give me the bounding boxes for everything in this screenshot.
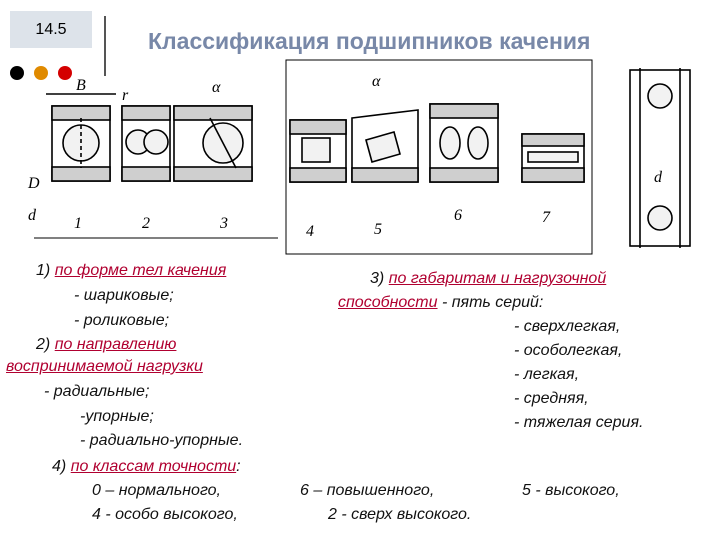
page-title: Классификация подшипников качения [148, 28, 591, 54]
label-alpha-1: α [212, 79, 221, 96]
decor-dots [10, 66, 72, 80]
class-6: 6 – повышенного, [300, 482, 435, 499]
class-4: 4 - особо высокого, [92, 506, 238, 523]
label-d-thrust: d [654, 169, 663, 186]
series-3: - легкая, [514, 366, 580, 383]
label-D: D [27, 175, 40, 192]
bearing-3 [173, 105, 253, 182]
label-b: B [76, 77, 86, 94]
label-7: 7 [542, 209, 551, 226]
bearing-4 [289, 119, 347, 183]
label-1: 1 [74, 215, 82, 232]
label-6: 6 [454, 207, 462, 224]
series-4: - средняя, [514, 390, 589, 407]
item-3-heading-b-line: способности - пять серий: [338, 294, 543, 312]
item-1-heading: по форме тел качения [54, 262, 227, 279]
label-d: d [28, 207, 37, 224]
item-2-line: 2) по направлению [36, 336, 176, 354]
label-alpha-2: α [372, 73, 381, 90]
divider-line [104, 16, 106, 76]
slide-number: 14.5 [10, 11, 92, 48]
item-3-number: 3) [370, 270, 385, 287]
item-3-heading-a: по габаритам и нагрузочной [388, 270, 607, 287]
item-3-tail: - пять серий: [437, 294, 544, 311]
label-r: r [122, 87, 129, 104]
label-5: 5 [374, 221, 382, 238]
item-4-heading: по классам точности [70, 458, 237, 475]
item-2-heading-a: по направлению [54, 336, 177, 353]
bearing-2 [121, 105, 171, 182]
dot-black [10, 66, 24, 80]
class-5: 5 - высокого, [522, 482, 620, 499]
bearings-drawing: B r α α D d d 1 2 3 4 5 6 7 [27, 59, 691, 255]
class-0: 0 – нормального, [92, 482, 221, 499]
label-3: 3 [219, 215, 228, 232]
dot-orange [34, 66, 48, 80]
item-2-radial: - радиальные; [44, 383, 150, 400]
item-1-roller: - роликовые; [74, 312, 170, 329]
class-2: 2 - сверх высокого. [328, 506, 472, 523]
bearing-1 [46, 93, 116, 182]
series-2: - особолегкая, [514, 342, 623, 359]
item-4-number: 4) [52, 458, 67, 475]
item-2-number: 2) [36, 336, 51, 353]
series-5: - тяжелая серия. [514, 414, 644, 431]
item-2-thrust: -упорные; [80, 408, 154, 425]
item-3-heading-b: способности [338, 294, 438, 311]
bearing-5 [351, 109, 419, 183]
item-2-angular: - радиально-упорные. [80, 432, 244, 449]
item-1-number: 1) [36, 262, 51, 279]
bearing-7 [521, 133, 585, 183]
item-3-line: 3) по габаритам и нагрузочной [370, 270, 606, 288]
bearing-6 [429, 103, 499, 183]
item-2-heading-b-line: воспринимаемой нагрузки [6, 358, 203, 376]
item-2-heading-b: воспринимаемой нагрузки [6, 358, 203, 375]
slide-number-text: 14.5 [35, 20, 67, 38]
item-4-line: 4) по классам точности: [52, 458, 241, 476]
series-1: - сверхлегкая, [514, 318, 621, 335]
label-2: 2 [142, 215, 150, 232]
dot-red [58, 66, 72, 80]
item-1-ball: - шариковые; [74, 287, 174, 304]
item-4-colon: : [236, 458, 241, 475]
thrust-bearing [629, 68, 691, 248]
label-4: 4 [306, 223, 314, 240]
item-1-line: 1) по форме тел качения [36, 262, 226, 280]
